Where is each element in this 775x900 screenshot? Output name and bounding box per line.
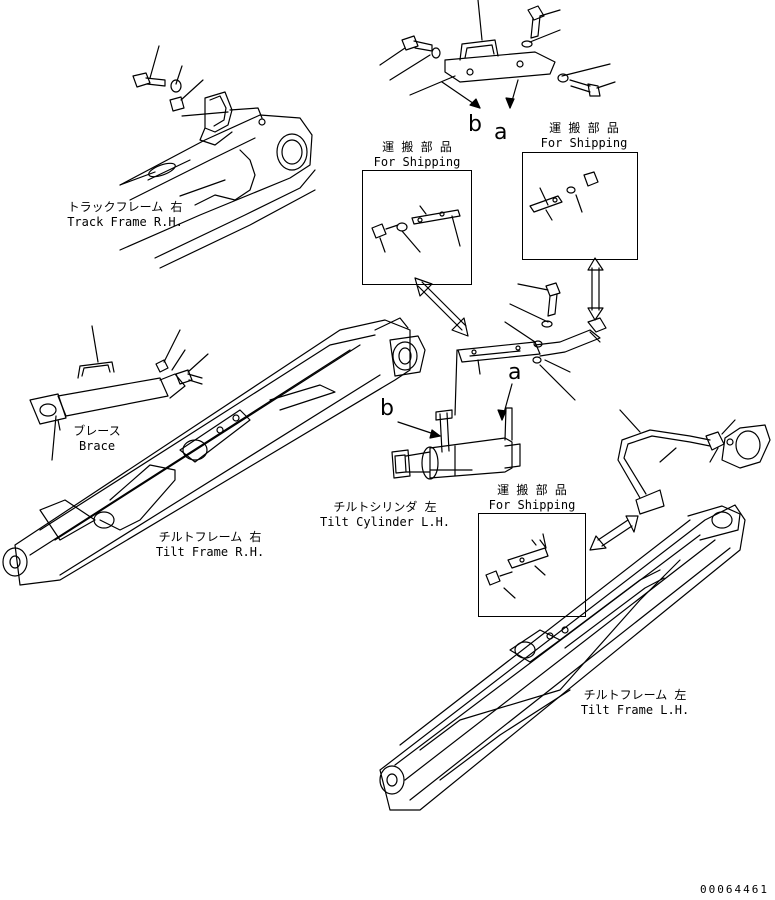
track-frame-rh-drawing	[120, 92, 315, 268]
marker-a-mid: a	[508, 360, 522, 385]
marker-arrows-top	[442, 80, 518, 108]
marker-arrows-mid	[398, 384, 512, 438]
shipping-box-2-contents	[530, 172, 598, 220]
tilt-cylinder-drawing	[392, 350, 520, 479]
center-bracket-assembly	[458, 283, 606, 400]
label-tilt-cylinder-lh: チルトシリンダ 左 Tilt Cylinder L.H.	[300, 500, 470, 530]
label-track-frame-rh-en: Track Frame R.H.	[67, 215, 183, 229]
label-track-frame-rh: トラックフレーム 右 Track Frame R.H.	[50, 200, 200, 230]
reference-number: 00064461	[700, 883, 769, 896]
label-tilt-frame-rh: チルトフレーム 右 Tilt Frame R.H.	[140, 530, 280, 560]
shipping-box-1-contents	[372, 206, 460, 252]
shipping-label-2-jp: 運 搬 部 品	[549, 121, 619, 135]
double-arrow-3	[590, 516, 638, 550]
marker-a-top: a	[494, 120, 508, 145]
shipping-bracket-top	[380, 0, 615, 96]
double-arrow-2	[588, 258, 603, 320]
shipping-box-3	[478, 513, 586, 617]
label-tilt-cylinder-lh-jp: チルトシリンダ 左	[333, 500, 437, 514]
tilt-frame-lh-drawing	[380, 505, 745, 810]
track-frame-leader-lines	[120, 160, 225, 196]
label-tilt-frame-rh-jp: チルトフレーム 右	[158, 530, 262, 544]
shipping-label-3: 運 搬 部 品 For Shipping	[474, 483, 590, 513]
double-arrow-1	[415, 278, 468, 336]
tilt-frame-rh-drawing	[3, 318, 425, 585]
hose-assembly	[618, 410, 770, 514]
shipping-label-1-en: For Shipping	[373, 155, 461, 169]
shipping-label-1: 運 搬 部 品 For Shipping	[362, 140, 472, 170]
shipping-label-3-en: For Shipping	[488, 498, 576, 512]
shipping-box-2	[522, 152, 638, 260]
label-tilt-cylinder-lh-en: Tilt Cylinder L.H.	[319, 515, 451, 529]
label-brace-jp: ブレース	[73, 424, 121, 438]
brace-drawing	[30, 326, 208, 460]
label-tilt-frame-lh: チルトフレーム 左 Tilt Frame L.H.	[565, 688, 705, 718]
label-tilt-frame-lh-jp: チルトフレーム 左	[583, 688, 687, 702]
shipping-label-1-jp: 運 搬 部 品	[382, 140, 452, 154]
marker-b-mid: b	[380, 396, 394, 421]
label-tilt-frame-lh-en: Tilt Frame L.H.	[580, 703, 690, 717]
shipping-box-1	[362, 170, 472, 285]
label-brace: ブレース Brace	[62, 424, 132, 454]
track-frame-bolt-set	[133, 46, 228, 116]
shipping-label-3-jp: 運 搬 部 品	[497, 483, 567, 497]
shipping-box-3-contents	[486, 534, 548, 598]
label-track-frame-rh-jp: トラックフレーム 右	[67, 200, 183, 214]
label-tilt-frame-rh-en: Tilt Frame R.H.	[155, 545, 265, 559]
marker-b-top: b	[468, 112, 482, 137]
shipping-label-2: 運 搬 部 品 For Shipping	[526, 121, 642, 151]
label-brace-en: Brace	[78, 439, 116, 453]
shipping-label-2-en: For Shipping	[540, 136, 628, 150]
